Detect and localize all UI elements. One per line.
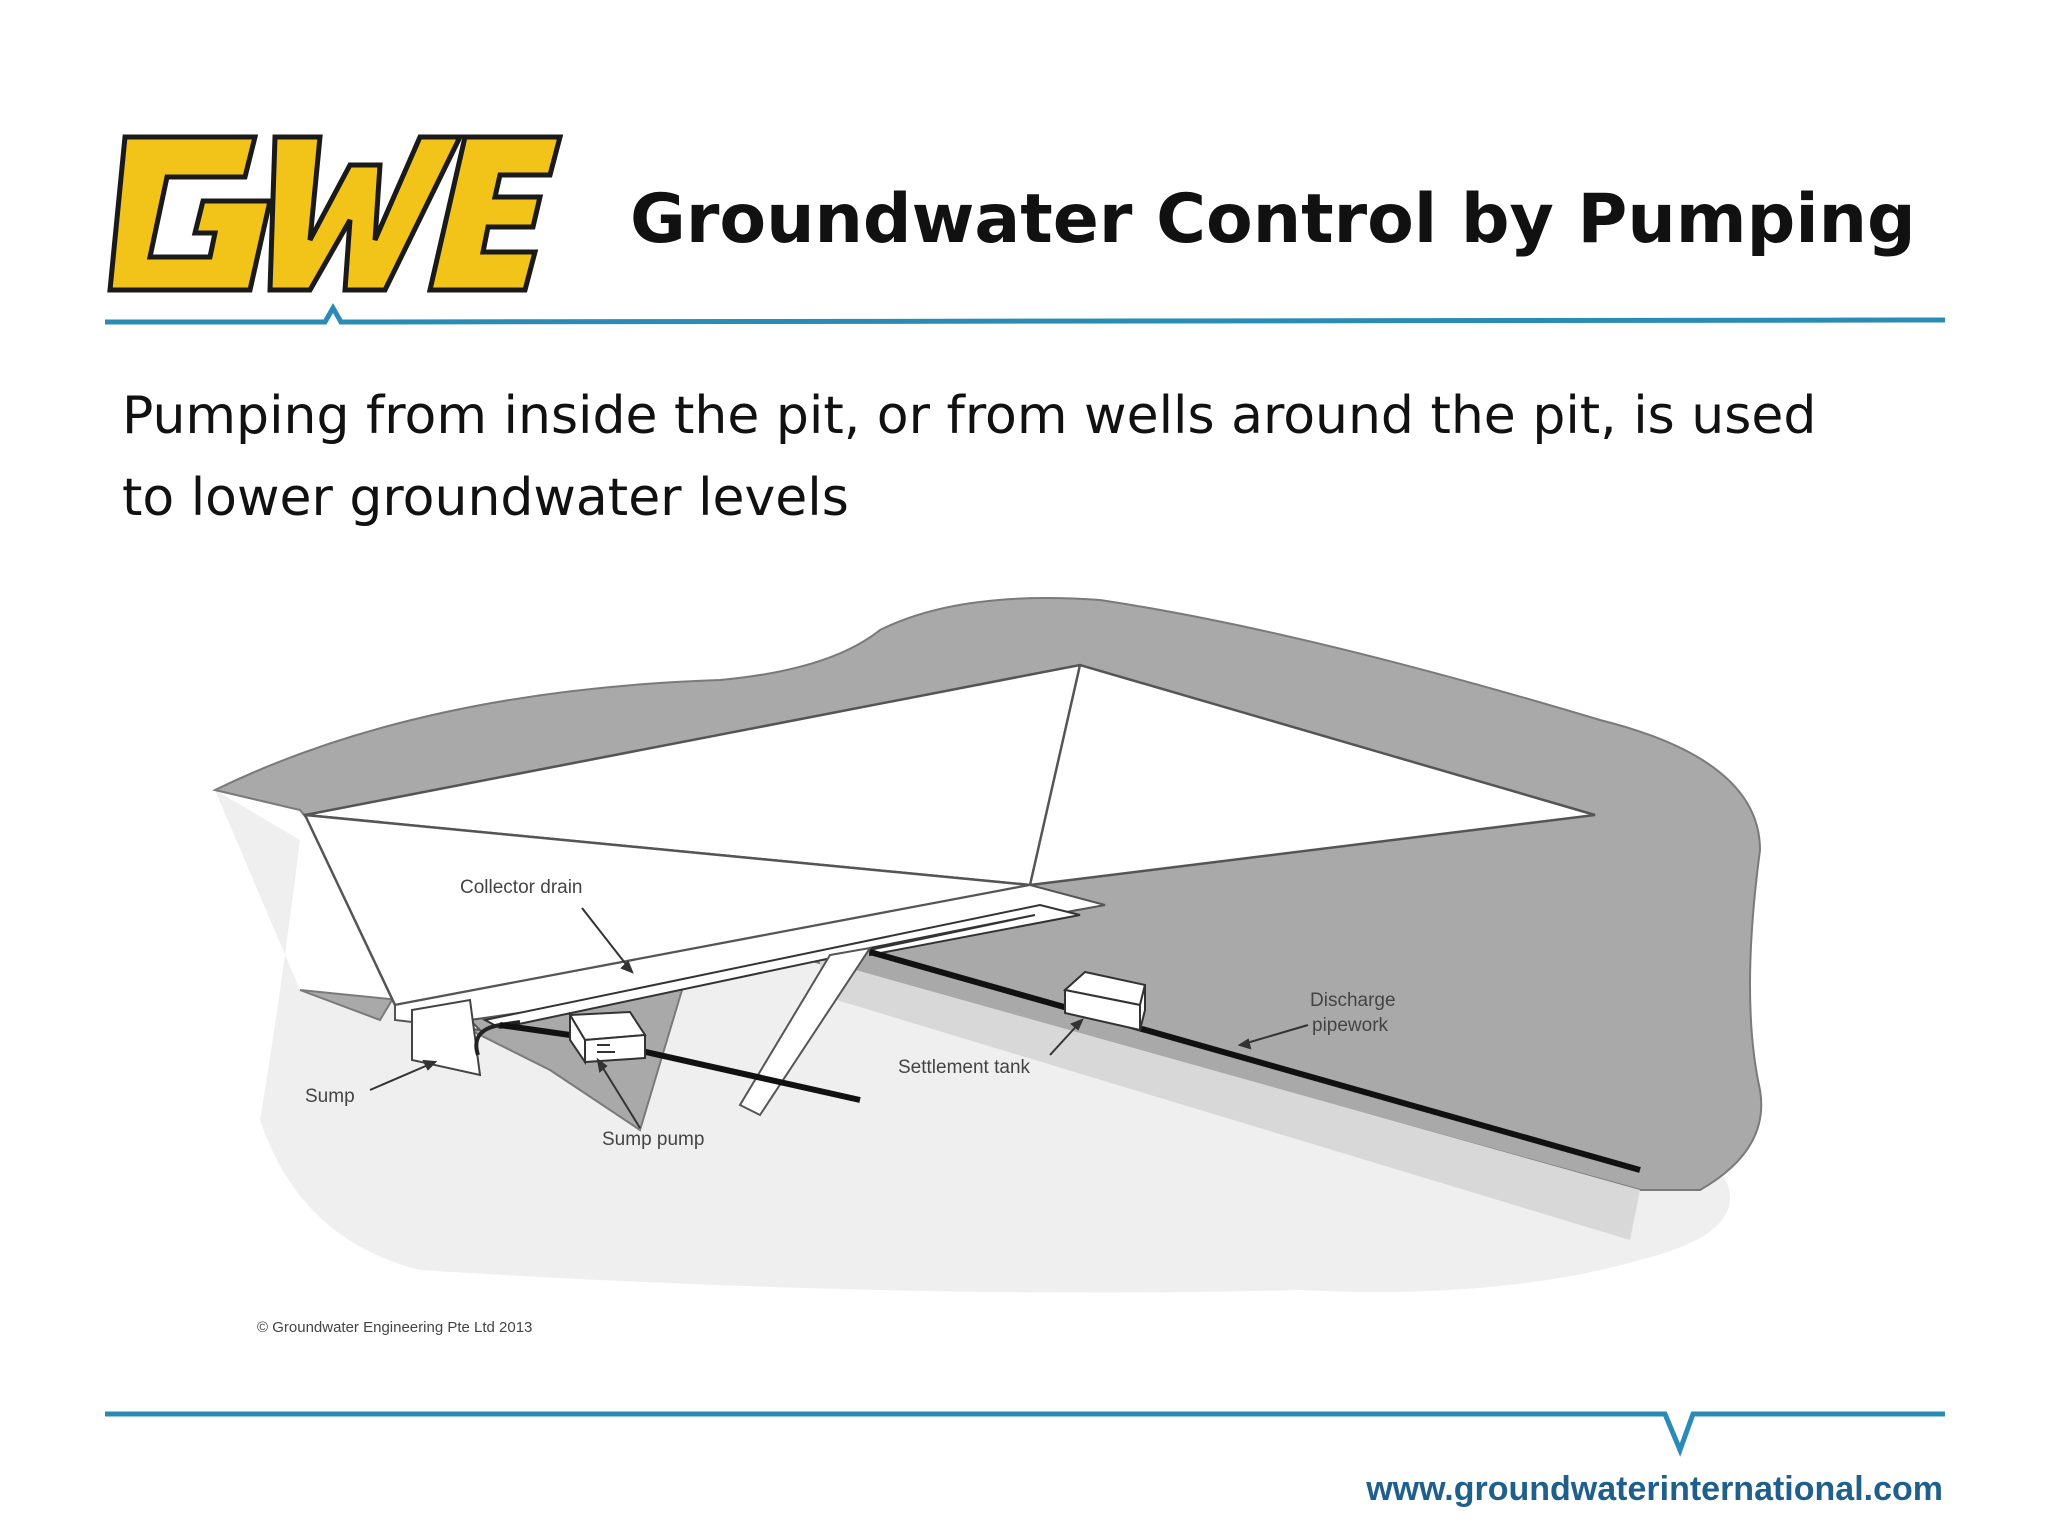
footer-rule: [105, 1411, 1945, 1457]
label-sump: Sump: [305, 1086, 355, 1107]
copyright-text: © Groundwater Engineering Pte Ltd 2013: [257, 1319, 532, 1336]
collector-drain: [482, 903, 1081, 1030]
label-collector-drain: Collector drain: [460, 877, 583, 898]
label-sump-pump: Sump pump: [602, 1129, 704, 1150]
label-settlement-tank: Settlement tank: [898, 1057, 1031, 1078]
body-text: Pumping from inside the pit, or from wel…: [122, 386, 1817, 528]
gwe-logo: [107, 134, 564, 293]
label-discharge: Discharge: [1310, 990, 1396, 1011]
label-pipework: pipework: [1312, 1015, 1389, 1036]
sump-box: [411, 998, 482, 1077]
ground-light-area: [215, 790, 1730, 1293]
footer-url[interactable]: www.groundwaterinternational.com: [1366, 1470, 1943, 1508]
header-rule: [105, 302, 1945, 325]
settlement-tank: [1062, 970, 1147, 1032]
page-title: Groundwater Control by Pumping: [630, 180, 1916, 259]
sump-pump: [568, 1010, 647, 1066]
